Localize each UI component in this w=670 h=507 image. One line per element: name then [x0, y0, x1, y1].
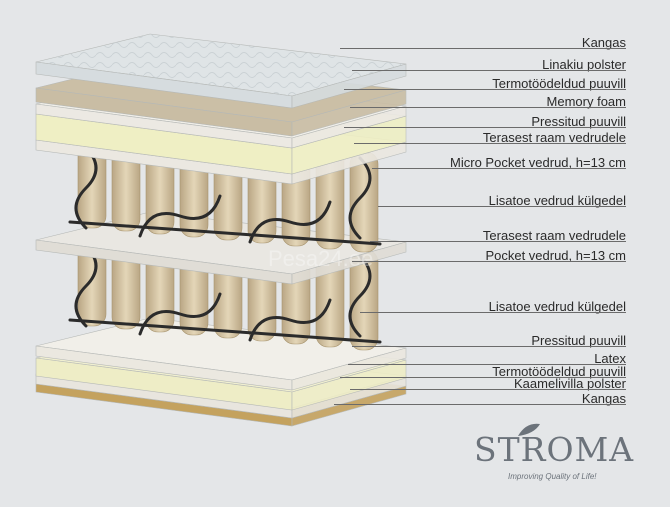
leader-line [340, 48, 626, 49]
leader-line [348, 364, 626, 365]
layer-label: Pressitud puuvill [531, 114, 626, 129]
layer-label: Linakiu polster [542, 57, 626, 72]
leader-line [350, 107, 626, 108]
layer-label: Lisatoe vedrud külgedel [488, 193, 626, 208]
leader-line [352, 70, 626, 71]
pocket-spring [349, 151, 379, 253]
layer-label: Kangas [581, 391, 626, 406]
leader-line [352, 261, 626, 262]
watermark: Pesa24.ee [268, 246, 374, 271]
quilt-pattern [36, 34, 406, 96]
leader-line [334, 404, 626, 405]
layer-label: Kaamelivilla polster [514, 376, 626, 391]
layer-label: Termotöödeldud puuvill [492, 76, 626, 91]
layer-label: Terasest raam vedrudele [482, 130, 626, 145]
layer-label: Pressitud puuvill [531, 333, 626, 348]
leader-line [360, 312, 626, 313]
leader-line [350, 389, 626, 390]
leader-line [370, 241, 626, 242]
layer-label: Micro Pocket vedrud, h=13 cm [450, 155, 626, 170]
logo-name: STROMA [474, 430, 635, 469]
layer-label: Memory foam [546, 94, 626, 109]
leader-line [344, 127, 626, 128]
layer-label: Kangas [581, 35, 626, 50]
lower-pressed-cotton-layer-side [291, 347, 407, 391]
latex-layer-side [291, 359, 407, 411]
leader-line [378, 206, 626, 207]
leaf-icon [518, 423, 540, 436]
leader-line [352, 346, 626, 347]
leader-line [340, 377, 626, 378]
layer-label: Pocket vedrud, h=13 cm [485, 248, 626, 263]
layer-label: Terasest raam vedrudele [482, 228, 626, 243]
leader-line [344, 89, 626, 90]
logo-tagline: Improving Quality of Life! [508, 472, 597, 481]
steel-frame-fabric-side [291, 241, 407, 285]
layer-label: Termotöödeldud puuvill [492, 364, 626, 379]
linen-layer-side [291, 89, 407, 137]
leader-line [372, 168, 626, 169]
brand-logo: STROMA Improving Quality of Life! [470, 423, 633, 490]
leader-line [354, 143, 626, 144]
layer-label: Latex [594, 351, 626, 366]
layer-label: Lisatoe vedrud külgedel [488, 299, 626, 314]
